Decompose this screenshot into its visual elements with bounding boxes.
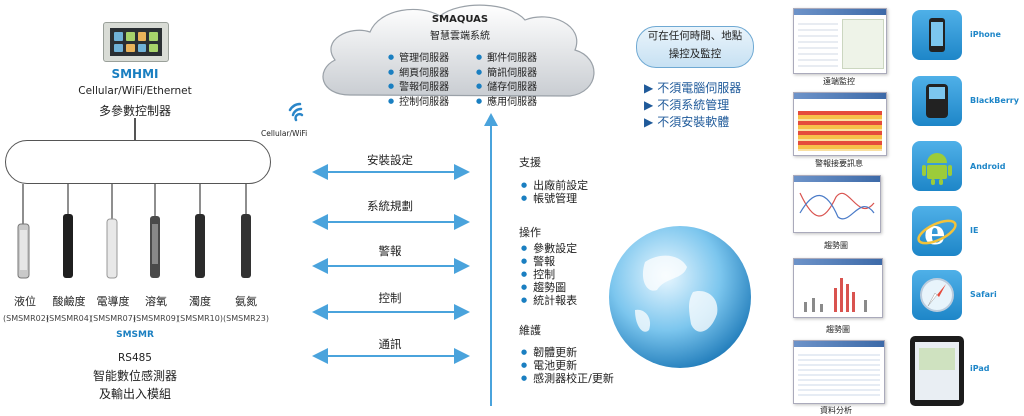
section-support-title: 支援 bbox=[519, 156, 541, 169]
cloud-title: SMAQUAS bbox=[431, 14, 489, 25]
platform-iphone: iPhone bbox=[970, 30, 1001, 39]
feature-list: ▶不須電腦伺服器 ▶不須系統管理 ▶不須安裝軟體 bbox=[644, 81, 742, 129]
anytime-anywhere-pill: 可在任何時間、地點 操控及監控 bbox=[636, 26, 754, 68]
cloud-shape bbox=[322, 4, 595, 97]
sensor-ammonia: 氨氮 (SMSMR23) bbox=[223, 295, 269, 323]
sensor-conductivity: 電導度 (SMSMR07) bbox=[90, 295, 136, 323]
cloud-servers-left: 管理伺服器 網頁伺服器 警報伺服器 控制伺服器 bbox=[388, 51, 449, 109]
caption-remote-monitor: 遠端監控 bbox=[823, 77, 855, 86]
screenshot-trend-1 bbox=[793, 175, 881, 233]
controller-subtitle: 多參數控制器 bbox=[98, 104, 171, 118]
caption-trend-1: 趨勢圖 bbox=[824, 241, 848, 250]
iphone-icon bbox=[912, 10, 962, 60]
smhmi-device-image bbox=[103, 22, 169, 62]
caption-data-analysis: 資料分析 bbox=[820, 406, 852, 415]
controller-connector bbox=[134, 118, 136, 140]
sensor-ph: 酸鹼度 (SMSMR04) bbox=[46, 295, 92, 323]
arrow-label-communication: 通訊 bbox=[378, 337, 402, 351]
svg-text:e: e bbox=[924, 213, 946, 253]
module-line1: 智能數位感測器 bbox=[92, 369, 177, 383]
upload-arrow bbox=[484, 113, 498, 406]
platform-ipad: iPad bbox=[970, 364, 990, 373]
rs485-bus bbox=[5, 140, 271, 184]
platform-android: Android bbox=[970, 162, 1006, 171]
module-name: SMSMR bbox=[116, 330, 154, 340]
wifi-label: Cellular/WiFi bbox=[261, 129, 308, 138]
arrow-label-alarm: 警報 bbox=[378, 244, 402, 258]
section-maintenance-list: 韌體更新 電池更新 感測器校正/更新 bbox=[521, 346, 614, 385]
arrow-label-control: 控制 bbox=[378, 291, 402, 305]
globe-icon bbox=[609, 226, 751, 368]
platform-safari: Safari bbox=[970, 290, 997, 299]
section-operation-list: 參數設定 警報 控制 趨勢圖 統計報表 bbox=[521, 242, 577, 307]
sensor-turbidity: 濁度 (SMSMR10) bbox=[177, 295, 223, 323]
platform-ie: IE bbox=[970, 226, 979, 235]
controller-connectivity: Cellular/WiFi/Ethernet bbox=[78, 85, 192, 97]
arrow-label-planning: 系統規劃 bbox=[367, 199, 413, 213]
controller-name: SMHMI bbox=[111, 67, 159, 81]
screenshot-remote-monitor bbox=[793, 8, 887, 74]
screenshot-trend-2 bbox=[793, 258, 883, 318]
sensor-dissolved-oxygen: 溶氧 (SMSMR09) bbox=[133, 295, 179, 323]
section-support-list: 出廠前設定 帳號管理 bbox=[521, 179, 588, 205]
platform-blackberry: BlackBerry bbox=[970, 96, 1019, 105]
bidirectional-arrows bbox=[312, 164, 470, 364]
ie-icon: e bbox=[912, 206, 962, 256]
sensor-level: 液位 (SMSMR02) bbox=[3, 295, 49, 323]
section-operation-title: 操作 bbox=[519, 226, 541, 239]
screenshot-alarm bbox=[793, 92, 887, 156]
android-icon bbox=[912, 141, 962, 191]
sensor-probes bbox=[17, 184, 251, 279]
cloud-servers-right: 郵件伺服器 簡訊伺服器 儲存伺服器 應用伺服器 bbox=[476, 51, 537, 109]
wifi-icon bbox=[288, 102, 304, 122]
module-protocol: RS485 bbox=[117, 352, 152, 364]
caption-trend-2: 趨勢圖 bbox=[826, 325, 850, 334]
module-line2: 及輸出入模組 bbox=[98, 387, 171, 401]
section-maintenance-title: 維護 bbox=[519, 324, 541, 337]
blackberry-icon bbox=[912, 76, 962, 126]
screenshot-data-analysis bbox=[793, 340, 885, 404]
arrow-label-install: 安裝設定 bbox=[367, 153, 413, 167]
caption-alarm: 警報接要訊息 bbox=[815, 159, 863, 168]
safari-icon bbox=[912, 270, 962, 320]
cloud-subtitle: 智慧雲端系統 bbox=[430, 31, 490, 42]
ipad-icon bbox=[910, 336, 964, 406]
